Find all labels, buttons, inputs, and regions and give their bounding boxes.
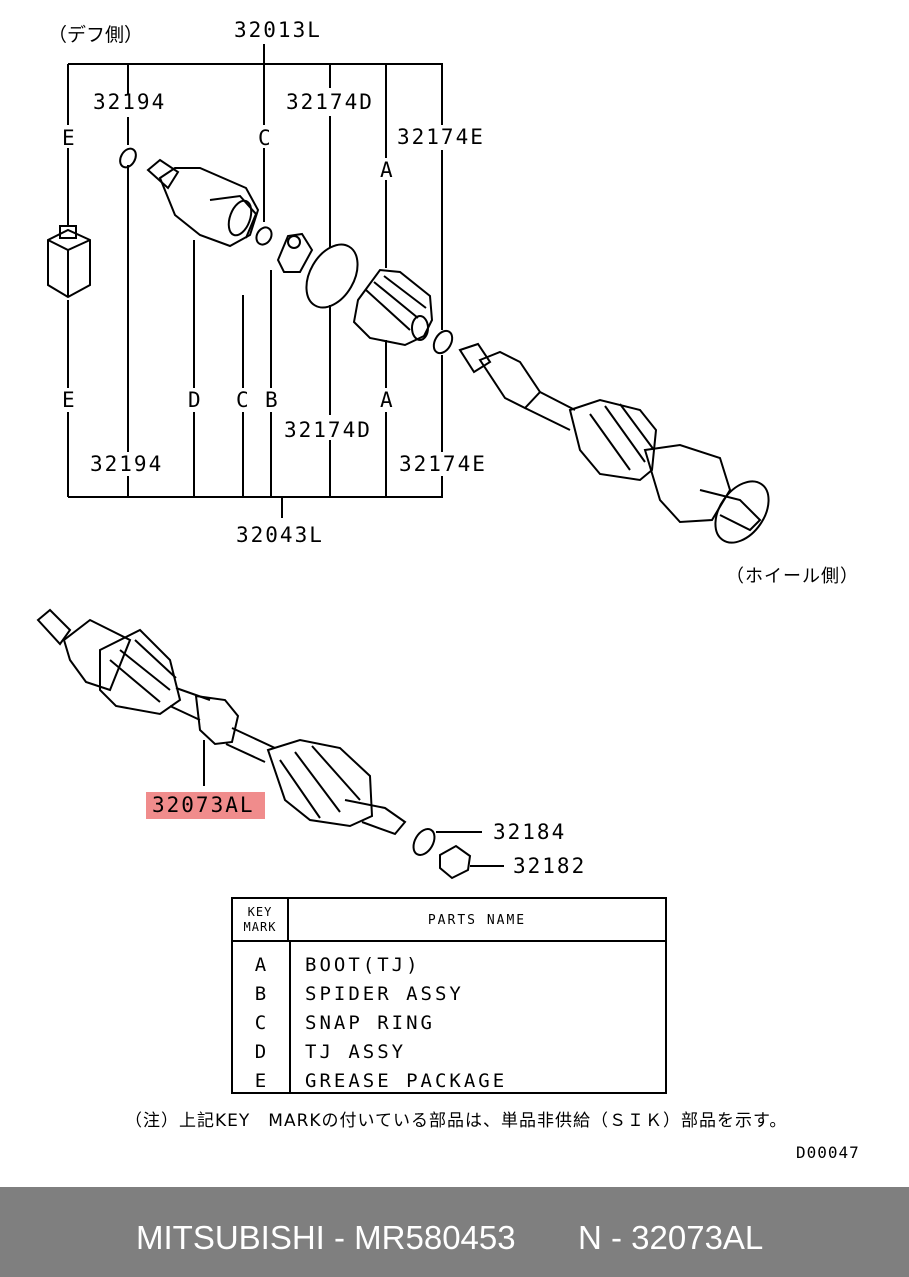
- boot-tj-icon: [352, 268, 434, 347]
- footer-brand-part: MITSUBISHI - MR580453: [136, 1219, 516, 1256]
- part-32174e-label-bottom: 32174E: [399, 452, 487, 476]
- key-d-bottom: D: [188, 388, 203, 412]
- boot-band-small-icon: [432, 329, 454, 355]
- table-row: A BOOT(TJ): [233, 949, 665, 978]
- snap-ring-icon: [119, 147, 137, 169]
- footer-bar: MITSUBISHI - MR580453 N - 32073AL: [0, 1187, 909, 1277]
- key-mark-table: KEY MARK PARTS NAME A BOOT(TJ) B SPIDER …: [231, 897, 667, 1094]
- snap-ring-c-icon: [255, 226, 273, 246]
- row-key: B: [254, 983, 270, 1005]
- part-32182-label: 32182: [513, 854, 587, 878]
- part-32194-label-bottom: 32194: [90, 452, 164, 476]
- key-c-bottom: C: [236, 388, 251, 412]
- row-name: BOOT(TJ): [305, 954, 421, 976]
- key-a-top: A: [380, 158, 395, 182]
- boot-band-large-icon: [305, 243, 359, 309]
- row-name: TJ ASSY: [305, 1041, 407, 1063]
- bottom-bracket: [67, 165, 443, 518]
- row-name: SNAP RING: [305, 1012, 435, 1034]
- table-row: D TJ ASSY: [233, 1036, 665, 1065]
- spider-assy-icon: [276, 232, 314, 273]
- assembly-32043l-label: 32043L: [236, 523, 324, 547]
- grease-package-icon: [47, 225, 91, 299]
- table-divider: [289, 942, 291, 1092]
- hub-nut-icon: [439, 844, 472, 880]
- table-row: B SPIDER ASSY: [233, 978, 665, 1007]
- key-mark-header-line1: KEY: [247, 905, 273, 919]
- key-c-top: C: [258, 126, 273, 150]
- row-name: GREASE PACKAGE: [305, 1070, 508, 1092]
- top-bracket: [67, 44, 443, 330]
- washer-icon: [412, 828, 436, 856]
- key-e-top: E: [62, 126, 77, 150]
- part-32174e-label: 32174E: [397, 125, 485, 149]
- wheel-side-label: （ホイール側）: [726, 566, 859, 587]
- drive-shaft-assy-icon: [36, 608, 407, 836]
- row-key: C: [254, 1012, 270, 1034]
- part-32174d-label-bottom: 32174D: [284, 418, 372, 442]
- part-32194-label: 32194: [93, 90, 167, 114]
- assembly-32013l-label: 32013L: [234, 18, 322, 42]
- table-row: C SNAP RING: [233, 1007, 665, 1036]
- row-key: E: [254, 1070, 270, 1092]
- key-e-bottom: E: [62, 388, 77, 412]
- footer-ref-number: N - 32073AL: [578, 1219, 764, 1256]
- parts-name-header: PARTS NAME: [289, 899, 665, 942]
- part-32073al-label: 32073AL: [146, 792, 265, 819]
- diff-side-label: （デフ側）: [48, 24, 144, 46]
- exploded-view-drawing: [36, 44, 770, 880]
- part-32184-label: 32184: [493, 820, 567, 844]
- row-name: SPIDER ASSY: [305, 983, 464, 1005]
- key-mark-header: KEY MARK: [233, 899, 289, 942]
- key-b-bottom: B: [265, 388, 280, 412]
- tj-housing-icon: [146, 158, 260, 248]
- table-row: E GREASE PACKAGE: [233, 1065, 665, 1094]
- shaft-assembly-top-icon: [458, 342, 770, 544]
- sik-note: （注）上記KEY MARKの付いている部品は、単品非供給（ＳＩＫ）部品を示す。: [125, 1111, 788, 1131]
- key-a-bottom: A: [380, 388, 395, 412]
- part-32174d-label: 32174D: [286, 90, 374, 114]
- key-mark-header-line2: MARK: [243, 920, 277, 934]
- row-key: D: [254, 1041, 270, 1063]
- diagram-code: D00047: [796, 1143, 860, 1162]
- row-key: A: [254, 954, 270, 976]
